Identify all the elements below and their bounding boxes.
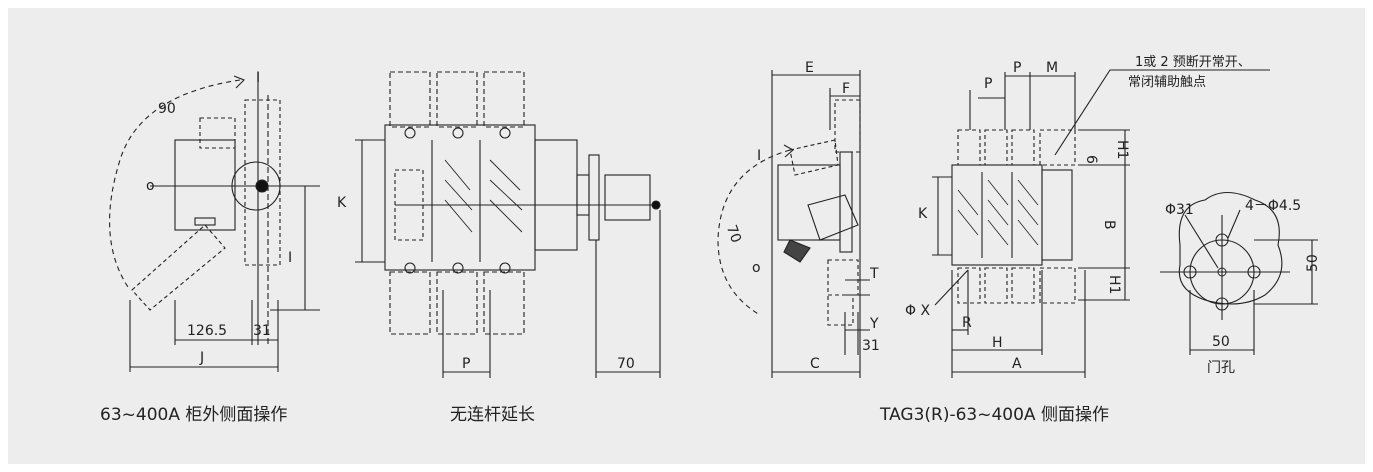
aux-contact-note-line2: 常闭辅助触点 <box>1128 75 1206 90</box>
dim-P-label: P <box>462 356 470 372</box>
door-hole-label: 门孔 <box>1207 360 1235 376</box>
dim-M-label: M <box>1046 60 1058 76</box>
dim-H-label: H <box>992 335 1003 351</box>
dim-R-label: R <box>962 315 972 331</box>
on-symbol: I <box>256 70 260 86</box>
dim-50-horizontal-label: 50 <box>1212 334 1230 350</box>
on-symbol-2: I <box>757 148 761 164</box>
dim-I-label: I <box>288 250 292 266</box>
dim-P-label-3: P <box>984 76 992 92</box>
dim-E-label: E <box>805 60 814 76</box>
off-symbol: o <box>146 178 155 194</box>
middle-view <box>355 71 661 378</box>
dim-126-5-label: 126.5 <box>187 323 227 339</box>
arc-arrowhead <box>233 75 245 89</box>
dim-31-label-2: 31 <box>862 338 880 354</box>
right-view-front <box>932 69 1270 378</box>
dim-F-label: F <box>842 81 850 97</box>
dim-A-label: A <box>1012 356 1022 372</box>
dim-K-label-2: K <box>918 206 928 222</box>
dim-H1-top-label: H1 <box>1114 140 1130 159</box>
dim-31-label: 31 <box>253 323 271 339</box>
dim-P-label-2: P <box>1013 60 1021 76</box>
dim-50-vertical-label: 50 <box>1305 254 1321 272</box>
off-symbol-2: o <box>752 260 761 276</box>
caption-left: 63~400A 柜外侧面操作 <box>100 405 288 425</box>
dim-C-label: C <box>810 356 820 372</box>
dim-T-label: T <box>869 266 879 282</box>
diagram-panel <box>8 8 1365 464</box>
dim-70-label: 70 <box>617 356 635 372</box>
dim-B-label: B <box>1101 220 1117 230</box>
dim-phi31-label: Φ31 <box>1165 202 1194 218</box>
angle-70-label: 70 <box>723 223 744 245</box>
door-hole-view <box>1160 191 1318 355</box>
dim-6-label: 6 <box>1083 155 1099 164</box>
right-view-side <box>717 70 870 378</box>
dim-K-label: K <box>337 195 347 211</box>
dim-H1-bot-label: H1 <box>1106 275 1122 294</box>
caption-middle: 无连杆延长 <box>450 405 535 425</box>
dim-4phi4-5-label: 4－Φ4.5 <box>1245 198 1301 214</box>
aux-contact-note-line1: 1或 2 预断开常开、 <box>1135 55 1251 70</box>
caption-right: TAG3(R)-63~400A 侧面操作 <box>880 405 1109 425</box>
dim-Y-label: Y <box>869 316 879 332</box>
dim-phiX-label: Φ X <box>905 303 930 319</box>
dim-J-label: J <box>199 350 204 366</box>
left-view <box>109 72 320 372</box>
angle-90-label: 90 <box>158 101 176 117</box>
